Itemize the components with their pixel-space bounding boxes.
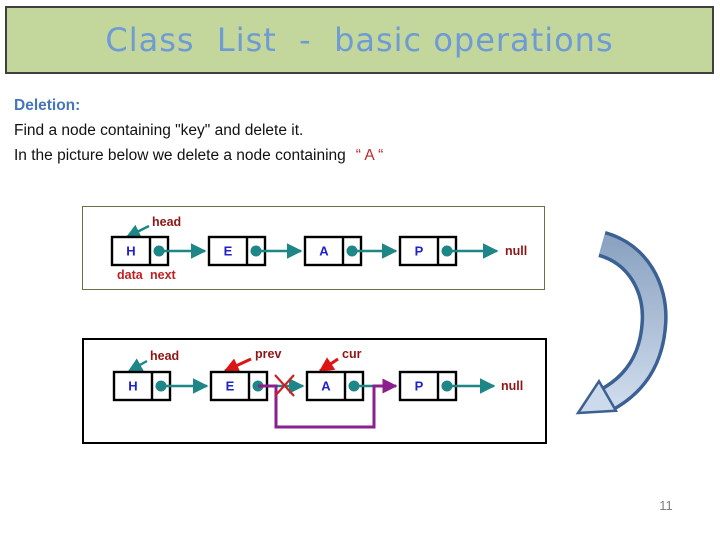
body-line-2: In the picture below we delete a node co… — [14, 143, 634, 168]
slide-title: Class List - basic operations — [105, 21, 614, 59]
body-line-1: Find a node containing "key" and delete … — [14, 122, 304, 139]
deletion-heading: Deletion: — [14, 97, 81, 114]
cur-pointer-arrow — [318, 357, 339, 373]
node-p: P — [398, 370, 458, 402]
next-field-label: next — [150, 268, 177, 282]
node-h: H — [110, 235, 170, 267]
bypass-pointer-line — [258, 378, 398, 429]
body-line-2-prefix: In the picture below we delete a node co… — [14, 147, 346, 164]
linked-list-before-svg: head H E A P null data next — [110, 215, 527, 282]
node-data-letter: P — [415, 379, 424, 394]
head-label: head — [150, 349, 179, 363]
node-e: E — [209, 370, 269, 402]
linked-list-deletion-svg: head prev cur H E A P null — [112, 347, 523, 429]
head-pointer-arrow — [125, 224, 150, 239]
curved-arrow-icon — [575, 230, 668, 415]
null-label: null — [501, 379, 523, 393]
slide-title-bar: Class List - basic operations — [5, 6, 714, 74]
node-a: A — [305, 370, 365, 402]
node-data-letter: P — [415, 244, 424, 259]
body-text-block: Deletion: Find a node containing "key" a… — [14, 93, 634, 168]
data-field-label: data — [117, 268, 144, 282]
head-pointer-arrow — [127, 358, 148, 373]
prev-label: prev — [255, 347, 281, 361]
node-e: E — [207, 235, 267, 267]
page-number: 11 — [659, 498, 673, 513]
null-label: null — [505, 244, 527, 258]
node-data-letter: A — [319, 244, 329, 259]
node-h: H — [112, 370, 172, 402]
key-value-highlight: “ A “ — [355, 147, 384, 164]
node-p: P — [398, 235, 458, 267]
node-data-letter: E — [226, 379, 235, 394]
linked-list-diagram-before: head H E A P null data next — [82, 206, 545, 290]
node-data-letter: E — [224, 244, 233, 259]
cur-label: cur — [342, 347, 362, 361]
prev-pointer-arrow — [223, 357, 252, 373]
delete-cross-icon — [274, 374, 295, 397]
node-data-letter: A — [321, 379, 331, 394]
node-data-letter: H — [128, 379, 137, 394]
head-label: head — [152, 215, 181, 229]
node-data-letter: H — [126, 244, 135, 259]
linked-list-diagram-deletion: head prev cur H E A P null — [82, 338, 547, 444]
